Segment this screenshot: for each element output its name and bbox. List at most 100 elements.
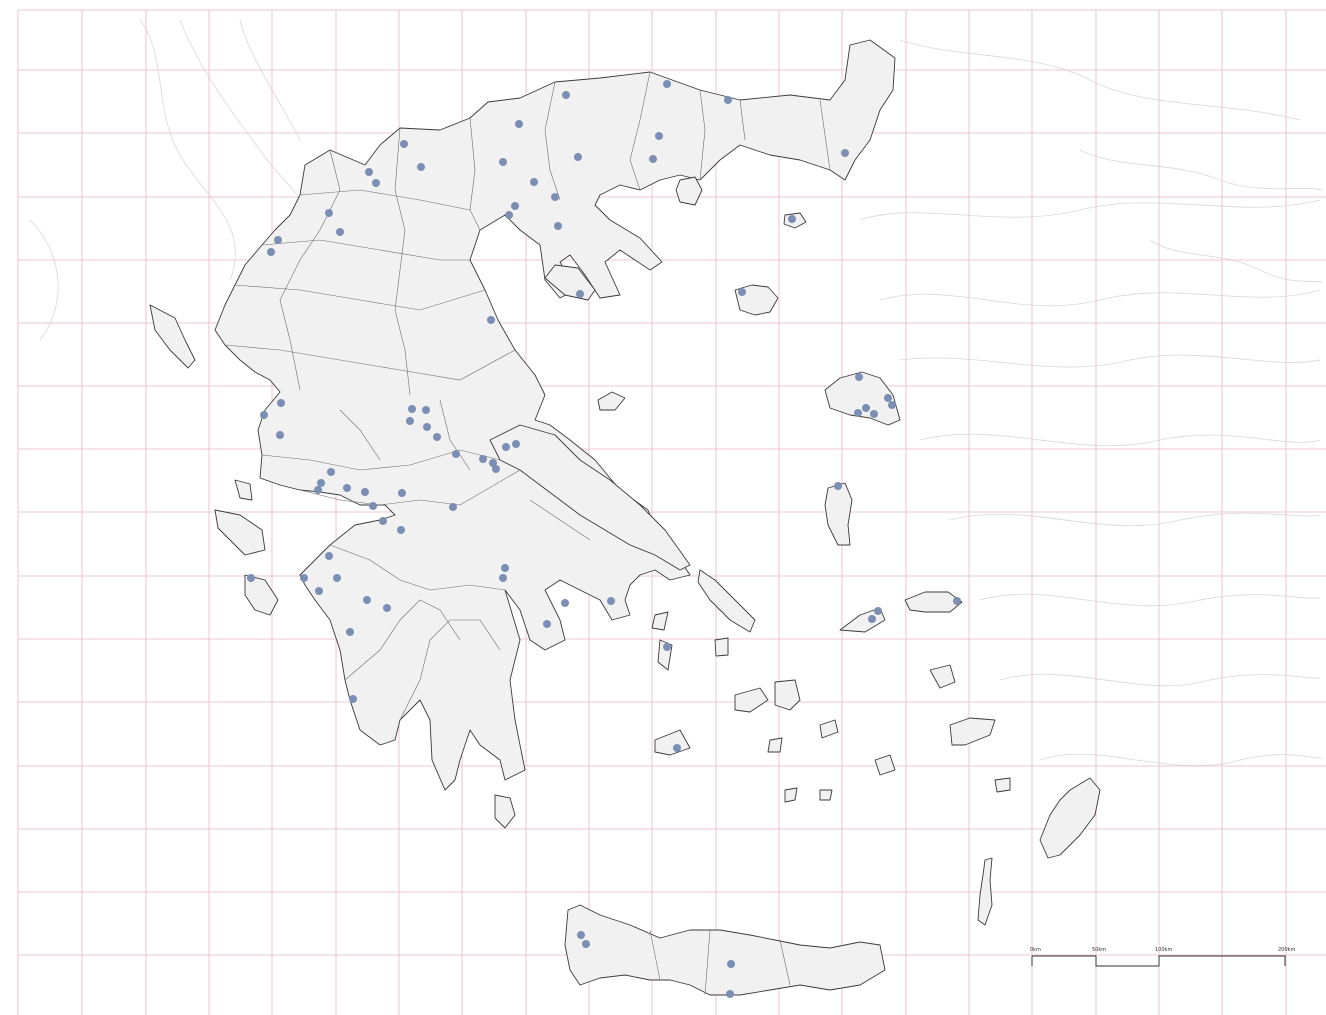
site-marker[interactable] [582,940,590,948]
site-marker[interactable] [343,484,351,492]
site-marker[interactable] [854,409,862,417]
site-marker[interactable] [834,482,842,490]
zakynthos-island [244,574,279,616]
site-marker[interactable] [449,503,457,511]
site-marker[interactable] [862,404,870,412]
site-marker[interactable] [363,596,371,604]
corfu-island [149,304,196,369]
site-marker[interactable] [433,433,441,441]
site-marker[interactable] [346,628,354,636]
site-marker[interactable] [512,440,520,448]
site-marker[interactable] [574,153,582,161]
site-marker[interactable] [501,564,509,572]
site-marker[interactable] [349,695,357,703]
site-marker[interactable] [738,288,746,296]
scale-label-100: 100km [1155,947,1172,953]
regional-boundaries [224,71,831,996]
site-marker[interactable] [276,431,284,439]
site-marker[interactable] [274,236,282,244]
site-marker[interactable] [788,215,796,223]
site-marker[interactable] [379,517,387,525]
scale-bar: 0km 50km 100km 200km [1030,947,1295,967]
site-marker[interactable] [511,202,519,210]
site-marker[interactable] [267,248,275,256]
site-marker[interactable] [663,80,671,88]
site-marker[interactable] [953,597,961,605]
site-marker[interactable] [383,604,391,612]
site-marker[interactable] [551,193,559,201]
site-marker[interactable] [325,209,333,217]
scale-label-0: 0km [1030,947,1041,953]
site-marker[interactable] [870,410,878,418]
site-marker[interactable] [406,417,414,425]
site-marker[interactable] [649,155,657,163]
chios-island [824,482,853,546]
site-marker[interactable] [325,552,333,560]
site-marker[interactable] [372,179,380,187]
site-marker[interactable] [408,405,416,413]
site-marker[interactable] [727,960,735,968]
site-marker[interactable] [874,607,882,615]
landmass [149,39,1101,996]
site-marker[interactable] [724,96,732,104]
scale-label-50: 50km [1092,947,1106,953]
terrain-contours [29,19,1323,767]
site-marker[interactable] [487,316,495,324]
site-marker[interactable] [505,211,513,219]
site-marker[interactable] [888,401,896,409]
lesvos-island [824,371,901,426]
site-marker[interactable] [398,489,406,497]
site-marker[interactable] [576,290,584,298]
site-marker[interactable] [317,479,325,487]
site-marker[interactable] [577,931,585,939]
site-marker[interactable] [333,574,341,582]
mainland-outline [214,39,896,791]
site-marker[interactable] [655,132,663,140]
site-marker[interactable] [369,502,377,510]
site-marker[interactable] [673,744,681,752]
site-marker[interactable] [260,411,268,419]
site-marker[interactable] [499,574,507,582]
site-marker[interactable] [422,406,430,414]
site-marker[interactable] [515,120,523,128]
site-marker[interactable] [277,399,285,407]
site-marker[interactable] [554,222,562,230]
site-marker[interactable] [607,597,615,605]
kefalonia-island [214,509,266,556]
site-marker[interactable] [561,599,569,607]
site-marker[interactable] [868,615,876,623]
site-marker[interactable] [492,465,500,473]
site-markers [247,80,961,998]
site-marker[interactable] [365,168,373,176]
site-marker[interactable] [327,468,335,476]
site-marker[interactable] [417,163,425,171]
samos-island [904,591,963,613]
site-marker[interactable] [479,455,487,463]
site-marker[interactable] [499,158,507,166]
site-marker[interactable] [841,149,849,157]
site-marker[interactable] [423,423,431,431]
site-marker[interactable] [336,228,344,236]
site-marker[interactable] [663,643,671,651]
evia-island [489,424,691,571]
site-marker[interactable] [397,526,405,534]
site-marker[interactable] [489,459,497,467]
site-marker[interactable] [452,450,460,458]
site-marker[interactable] [726,990,734,998]
site-marker[interactable] [855,373,863,381]
site-marker[interactable] [884,394,892,402]
site-marker[interactable] [530,178,538,186]
site-marker[interactable] [502,443,510,451]
site-marker[interactable] [543,620,551,628]
site-marker[interactable] [361,488,369,496]
site-marker[interactable] [400,140,408,148]
site-marker[interactable] [314,486,322,494]
site-marker[interactable] [300,574,308,582]
site-marker[interactable] [247,574,255,582]
thasos-island [675,176,703,206]
crete-island [564,904,886,996]
site-marker[interactable] [562,91,570,99]
site-marker[interactable] [315,587,323,595]
